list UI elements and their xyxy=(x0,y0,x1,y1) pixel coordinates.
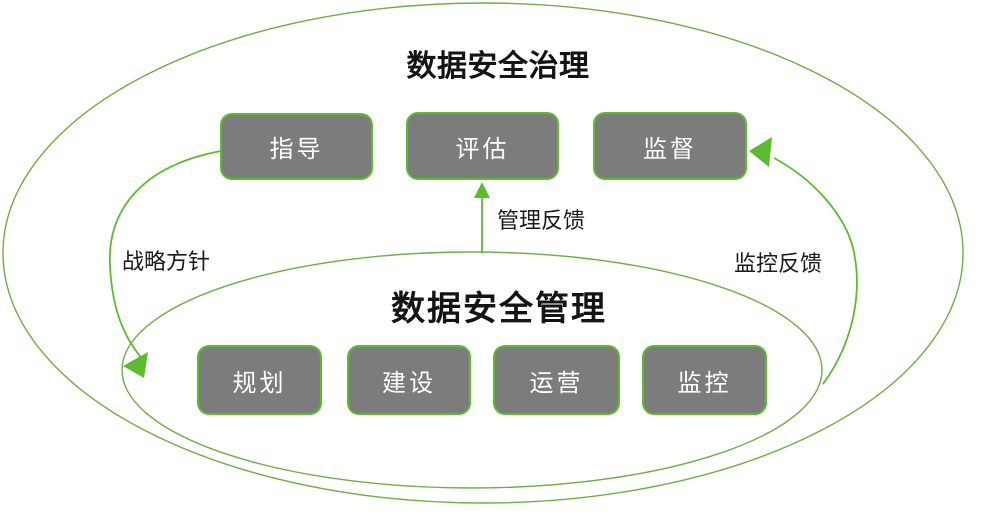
outer-ellipse-title: 数据安全治理 xyxy=(406,50,590,83)
node-construction-label: 建设 xyxy=(382,369,436,397)
node-planning-label: 规划 xyxy=(232,369,287,397)
node-supervision-label: 监督 xyxy=(643,135,697,163)
node-planning: 规划 xyxy=(197,345,322,415)
node-operation: 运营 xyxy=(493,345,620,415)
strategy-policy-arrowhead xyxy=(123,352,148,378)
label-strategy-policy: 战略方针 xyxy=(122,249,211,274)
label-monitoring-feedback: 监控反馈 xyxy=(734,251,823,276)
node-supervision: 监督 xyxy=(593,112,747,180)
node-monitoring: 监控 xyxy=(642,345,767,415)
management-feedback-arrowhead xyxy=(474,182,490,198)
node-evaluation-label: 评估 xyxy=(455,135,510,163)
strategy-policy-arrow xyxy=(109,150,222,362)
node-monitoring-label: 监控 xyxy=(677,369,732,397)
node-construction: 建设 xyxy=(347,345,471,415)
outer-ellipse xyxy=(2,2,964,504)
monitoring-feedback-arrow xyxy=(773,157,858,385)
node-guidance: 指导 xyxy=(220,113,373,180)
inner-ellipse xyxy=(121,251,823,489)
label-management-feedback: 管理反馈 xyxy=(497,208,586,233)
node-evaluation: 评估 xyxy=(406,112,559,180)
inner-ellipse-title: 数据安全管理 xyxy=(391,290,607,328)
node-operation-label: 运营 xyxy=(529,369,584,397)
node-guidance-label: 指导 xyxy=(269,136,324,163)
monitoring-feedback-arrowhead xyxy=(749,137,772,167)
